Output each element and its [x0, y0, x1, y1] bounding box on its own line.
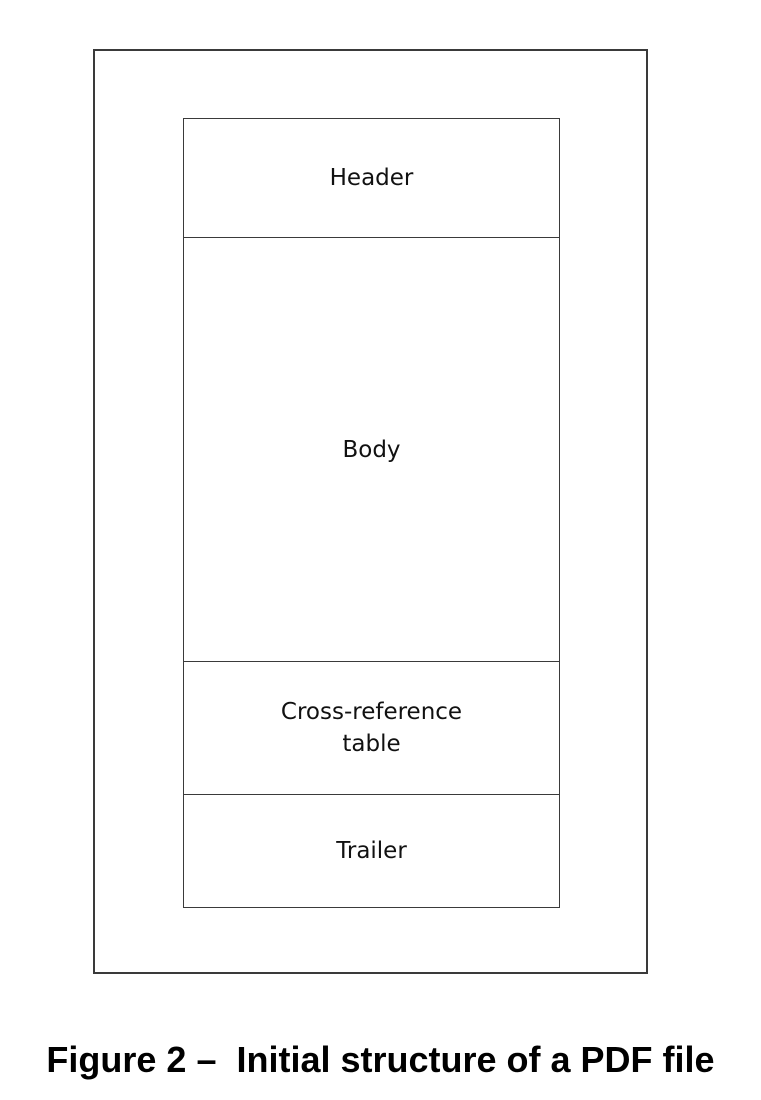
trailer-section-label: Trailer: [336, 838, 407, 864]
pdf-structure-stack: Header Body Cross-reference table Traile…: [183, 118, 560, 908]
body-section-label: Body: [342, 436, 401, 463]
cross-reference-table-section: Cross-reference table: [184, 662, 559, 795]
body-section: Body: [184, 238, 559, 662]
figure-caption: Figure 2 – Initial structure of a PDF fi…: [46, 1039, 715, 1080]
header-section-label: Header: [329, 165, 414, 191]
cross-reference-table-label: Cross-reference table: [280, 699, 463, 757]
pdf-file-outline: [93, 49, 648, 974]
trailer-section: Trailer: [184, 795, 559, 907]
header-section: Header: [184, 119, 559, 238]
